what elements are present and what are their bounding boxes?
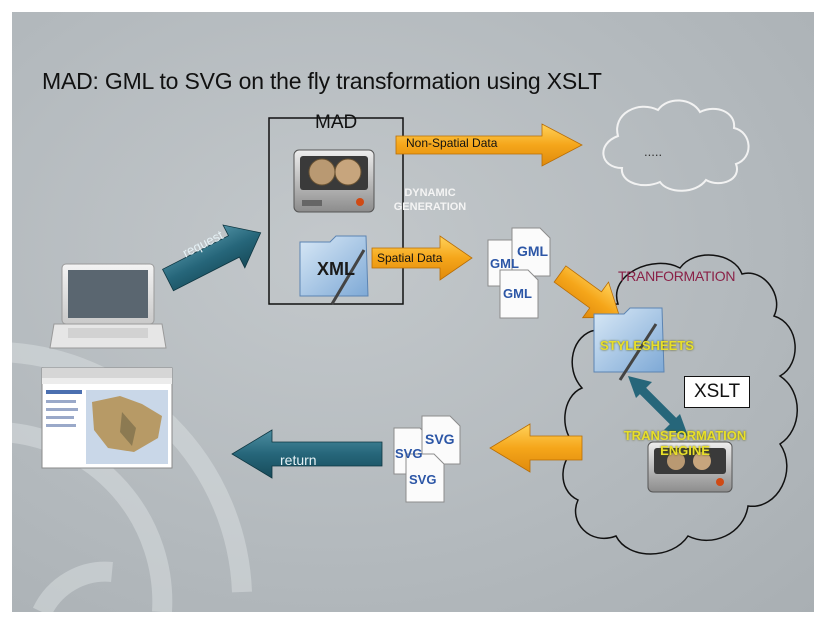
cloud-transformation	[562, 254, 798, 555]
arrow-return	[231, 429, 383, 479]
arrow-spatial-data	[371, 235, 473, 281]
diagram-canvas: GML GML GML SVG SVG SVG	[12, 99, 798, 612]
arrow-non-spatial-data	[395, 123, 583, 167]
xml-folder-icon	[299, 235, 369, 305]
server-icon	[293, 149, 375, 213]
transformation-engine-label: TRANSFORMATION ENGINE	[623, 428, 747, 458]
spatial-data-label: Spatial Data	[377, 251, 443, 265]
svg-text:SVG: SVG	[425, 431, 455, 447]
mad-box-label: MAD	[315, 112, 358, 133]
xslt-box: XSLT	[684, 376, 750, 408]
cloud-top	[602, 99, 750, 192]
xml-label: XML	[317, 259, 355, 279]
return-label: return	[280, 452, 317, 468]
svg-text:GML: GML	[490, 256, 519, 271]
laptop-icon	[49, 263, 167, 349]
svg-text:SVG: SVG	[395, 446, 422, 461]
double-arrow-stylesheets-engine	[628, 376, 688, 436]
tranformation-label: TRANFORMATION	[618, 268, 736, 284]
gml-documents-icon: GML GML GML	[487, 227, 551, 319]
slide: GML GML GML SVG SVG SVG	[12, 12, 814, 612]
stylesheets-folder-icon	[593, 307, 665, 381]
non-spatial-data-label: Non-Spatial Data	[406, 136, 498, 150]
stylesheets-label: STYLESHEETS	[600, 338, 694, 353]
slide-title: MAD: GML to SVG on the fly transformatio…	[42, 68, 602, 94]
svg-text:GML: GML	[503, 286, 532, 301]
dynamic-generation-label: DYNAMIC GENERATION	[393, 187, 467, 213]
arrow-request	[162, 224, 262, 292]
svg-documents-icon: SVG SVG SVG	[393, 415, 461, 503]
transformation-engine-server-icon	[647, 441, 733, 493]
svg-text:GML: GML	[517, 243, 549, 259]
browser-map-screenshot	[41, 367, 173, 469]
mad-server-box	[268, 117, 404, 305]
cloud-ellipsis-text: .....	[644, 144, 663, 159]
svg-text:SVG: SVG	[409, 472, 436, 487]
arrow-engine-to-svg	[489, 423, 583, 473]
